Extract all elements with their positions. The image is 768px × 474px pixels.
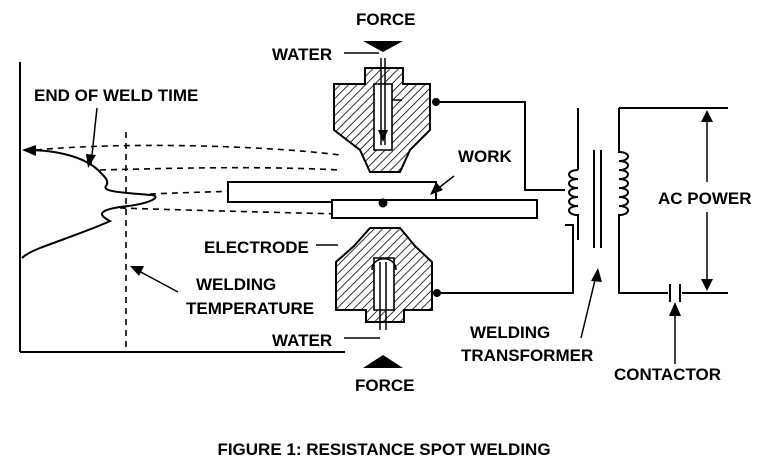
transformer-coil-secondary (568, 108, 579, 240)
temperature-curve (21, 149, 157, 259)
dashed-line-mid (99, 166, 341, 171)
upper-electrode (333, 41, 440, 173)
label-water-top: WATER (272, 45, 332, 64)
dashed-line-lower (119, 207, 341, 215)
label-force-bottom: FORCE (355, 376, 415, 395)
label-work: WORK (458, 147, 513, 166)
work-pieces (227, 175, 538, 219)
label-welding-temperature-line1: WELDING (196, 275, 276, 294)
temperature-graph (19, 62, 345, 353)
work-piece-lower (331, 199, 538, 219)
figure-caption: FIGURE 1: RESISTANCE SPOT WELDING (217, 440, 550, 459)
welding-circuit (440, 101, 728, 364)
force-bottom-arrow (363, 355, 403, 368)
wire-upper (440, 101, 565, 191)
transformer-arrow (580, 275, 597, 339)
label-end-of-weld-time: END OF WELD TIME (34, 86, 198, 105)
label-force-top: FORCE (356, 10, 416, 29)
label-water-bottom: WATER (272, 331, 332, 350)
wire-lower (441, 224, 574, 294)
weld-nugget (378, 198, 388, 208)
label-electrode: ELECTRODE (204, 238, 309, 257)
label-ac-power: AC POWER (658, 189, 752, 208)
transformer-coil-primary (618, 108, 668, 294)
label-welding-transformer-line1: WELDING (470, 323, 550, 342)
label-welding-transformer-line2: TRANSFORMER (461, 346, 593, 365)
label-welding-temperature-line2: TEMPERATURE (186, 299, 314, 318)
lower-electrode (316, 227, 441, 368)
welding-temperature-arrow (136, 269, 179, 293)
dashed-line-upper (35, 144, 341, 156)
force-top-arrow (363, 41, 403, 52)
label-contactor: CONTACTOR (614, 365, 721, 384)
curve-arrow (22, 145, 36, 156)
